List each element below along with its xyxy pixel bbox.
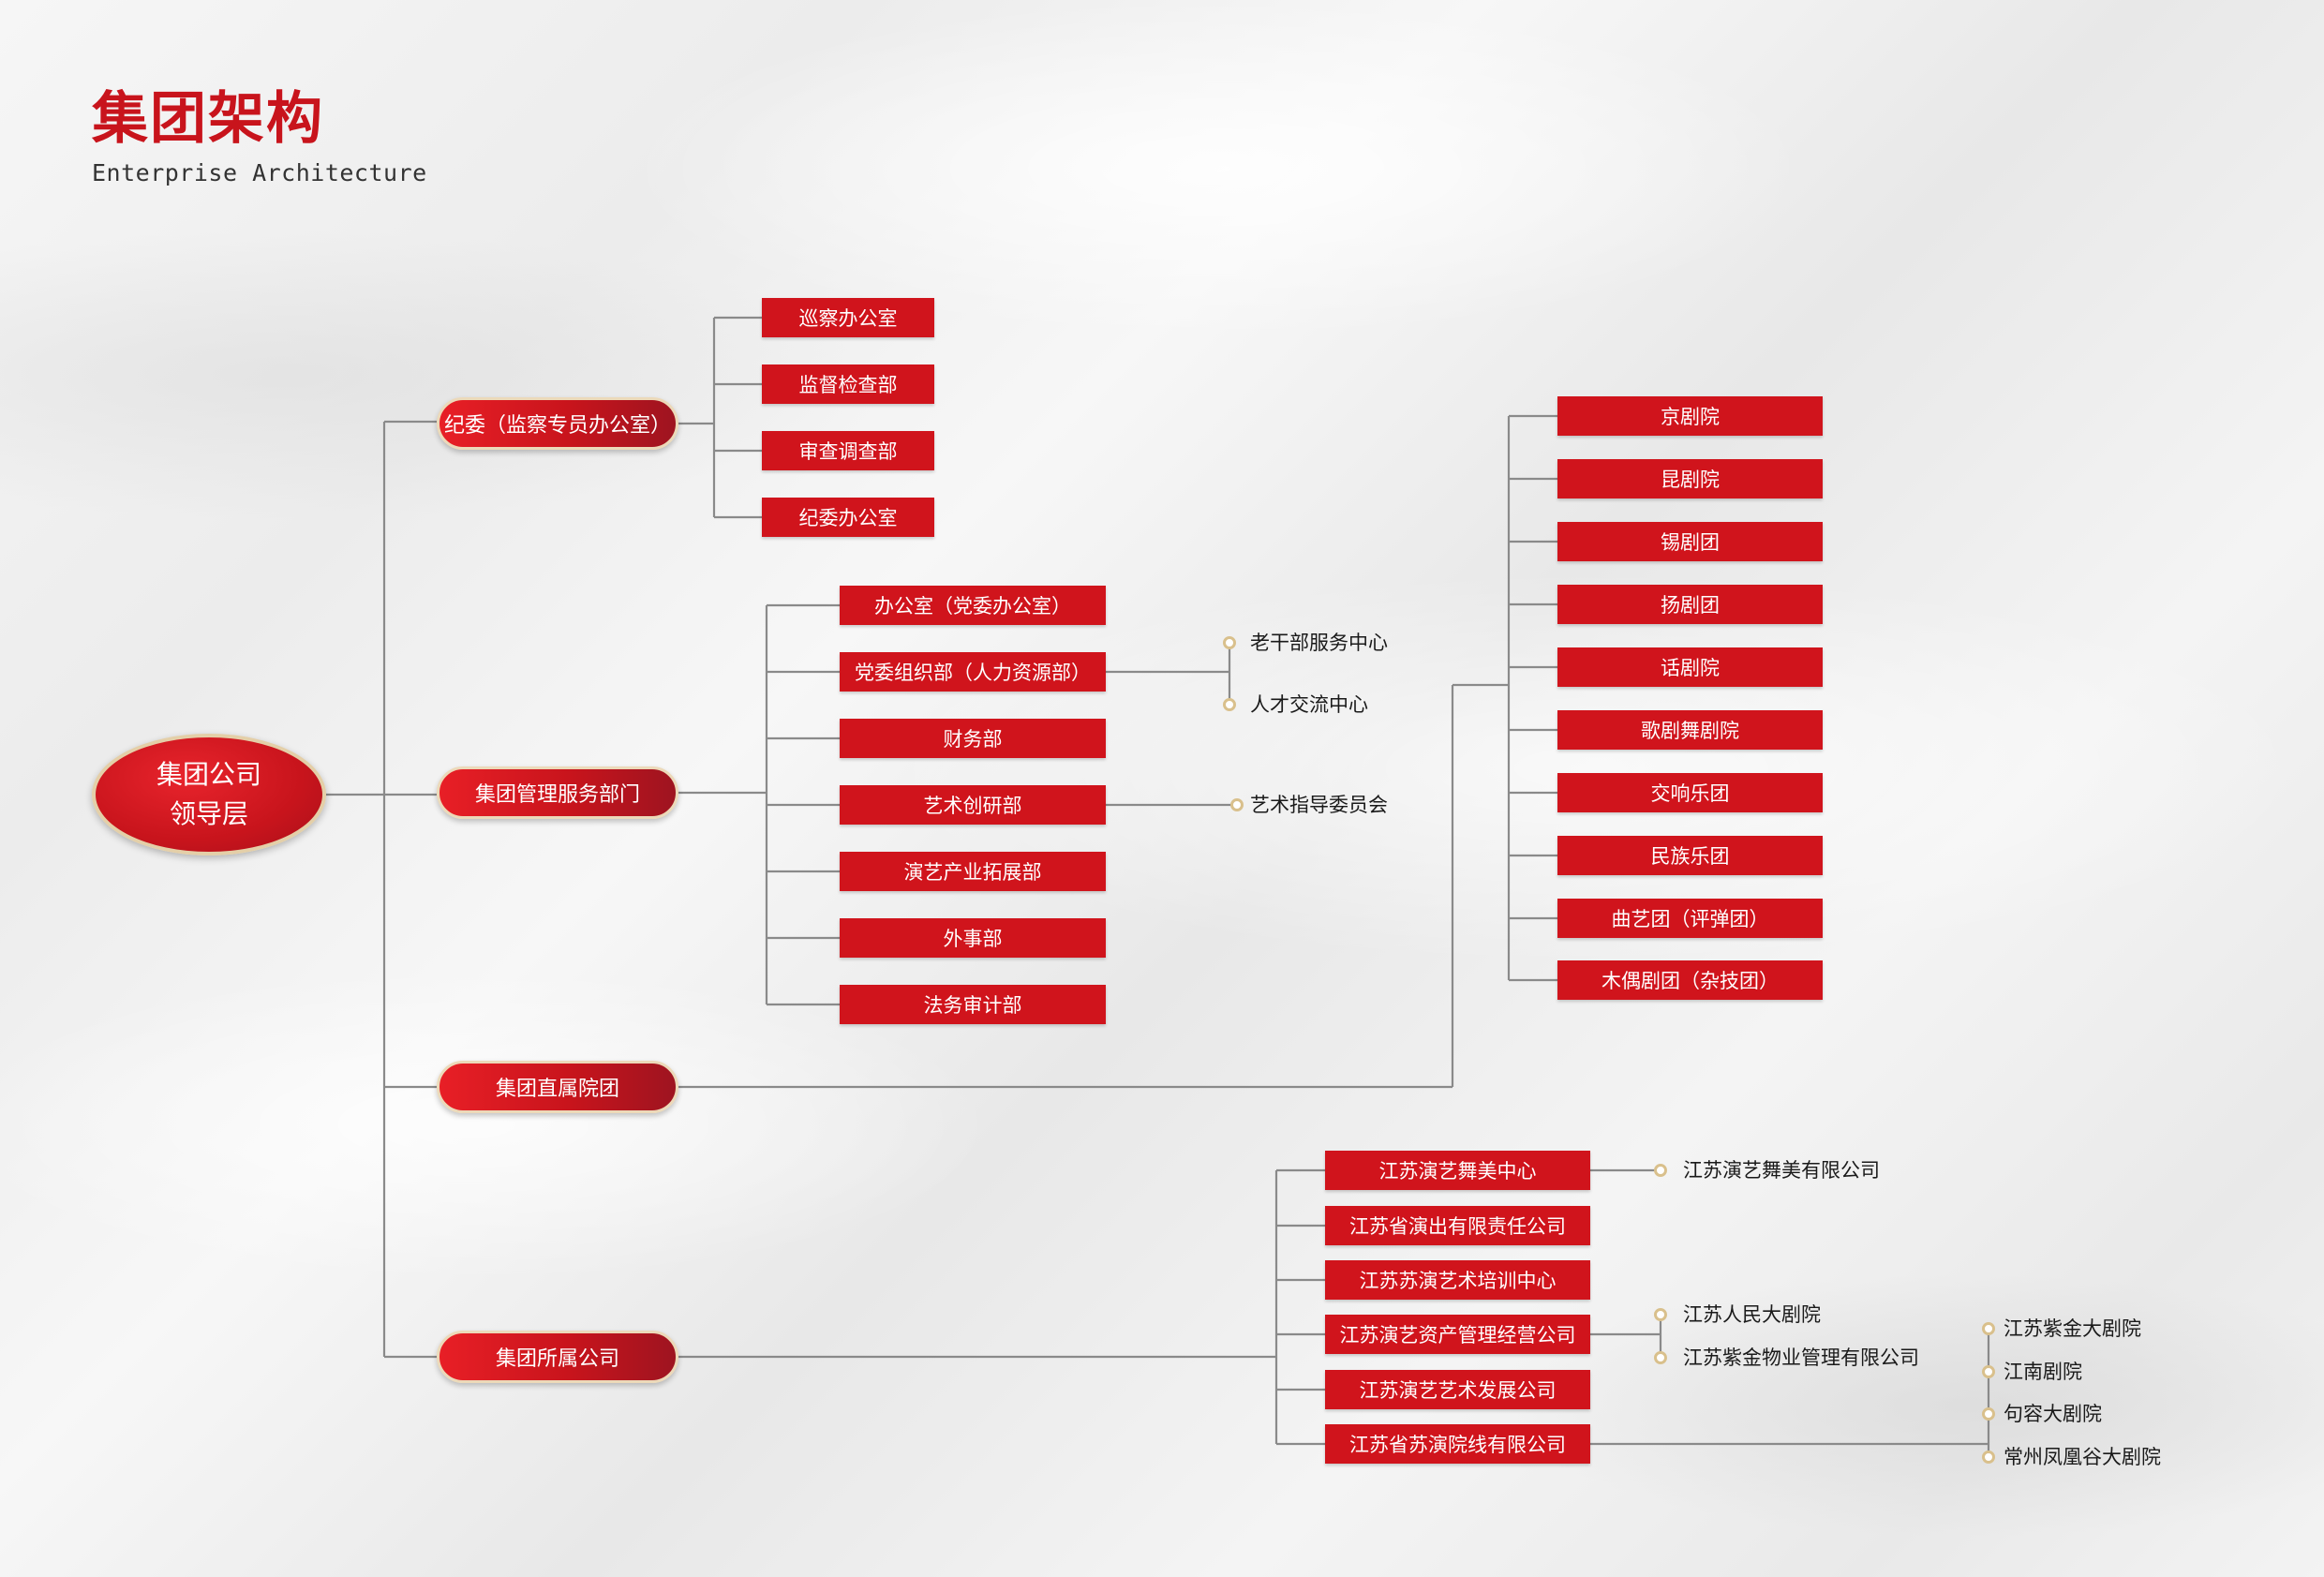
org-box[interactable]: 昆剧院 [1557, 459, 1823, 498]
org-box[interactable]: 纪委办公室 [762, 498, 934, 537]
org-box[interactable]: 江苏演艺艺术发展公司 [1325, 1370, 1590, 1409]
org-box[interactable]: 演艺产业拓展部 [840, 852, 1106, 891]
org-box[interactable]: 江苏省演出有限责任公司 [1325, 1206, 1590, 1245]
sub-unit-label: 常州凤凰谷大剧院 [2004, 1446, 2161, 1468]
page-subtitle: Enterprise Architecture [92, 159, 427, 186]
sub-unit-label: 艺术指导委员会 [1250, 794, 1388, 816]
org-box[interactable]: 江苏省苏演院线有限公司 [1325, 1424, 1590, 1464]
root-node-group-leadership[interactable]: 集团公司 领导层 [92, 734, 326, 855]
org-box[interactable]: 审查调查部 [762, 431, 934, 470]
org-box[interactable]: 办公室（党委办公室） [840, 586, 1106, 625]
org-box[interactable]: 歌剧舞剧院 [1557, 710, 1823, 750]
org-box[interactable]: 木偶剧团（杂技团） [1557, 960, 1823, 1000]
org-box[interactable]: 外事部 [840, 918, 1106, 958]
root-label-line2: 领导层 [169, 798, 248, 829]
sub-unit-label: 老干部服务中心 [1250, 632, 1388, 654]
org-box[interactable]: 京剧院 [1557, 396, 1823, 436]
org-box[interactable]: 江苏苏演艺术培训中心 [1325, 1260, 1590, 1300]
branch-management-departments[interactable]: 集团管理服务部门 [437, 766, 678, 819]
sub-unit-label: 江苏人民大剧院 [1683, 1303, 1821, 1326]
org-box[interactable]: 党委组织部（人力资源部） [840, 652, 1106, 692]
sub-unit-label: 江南剧院 [2004, 1361, 2082, 1383]
org-box[interactable]: 艺术创研部 [840, 785, 1106, 825]
org-box[interactable]: 监督检查部 [762, 364, 934, 404]
sub-unit-label: 江苏紫金大剧院 [2004, 1317, 2141, 1340]
org-box[interactable]: 财务部 [840, 719, 1106, 758]
org-box[interactable]: 扬剧团 [1557, 585, 1823, 624]
org-box[interactable]: 曲艺团（评弹团） [1557, 899, 1823, 938]
branch-discipline-commission[interactable]: 纪委（监察专员办公室） [437, 397, 678, 450]
branch-affiliated-companies[interactable]: 集团所属公司 [437, 1331, 678, 1383]
branch-direct-troupes[interactable]: 集团直属院团 [437, 1061, 678, 1113]
org-box[interactable]: 江苏演艺资产管理经营公司 [1325, 1315, 1590, 1354]
sub-unit-label: 人才交流中心 [1250, 693, 1368, 716]
org-box[interactable]: 交响乐团 [1557, 773, 1823, 812]
sub-unit-label: 江苏紫金物业管理有限公司 [1683, 1346, 1919, 1369]
root-label-line1: 集团公司 [156, 759, 261, 790]
org-box[interactable]: 江苏演艺舞美中心 [1325, 1151, 1590, 1190]
sub-unit-label: 句容大剧院 [2004, 1403, 2102, 1425]
org-box[interactable]: 法务审计部 [840, 985, 1106, 1024]
page-title: 集团架构 [92, 86, 324, 152]
sub-unit-label: 江苏演艺舞美有限公司 [1683, 1159, 1880, 1182]
org-box[interactable]: 民族乐团 [1557, 836, 1823, 875]
org-box[interactable]: 话剧院 [1557, 647, 1823, 687]
org-box[interactable]: 锡剧团 [1557, 522, 1823, 561]
org-box[interactable]: 巡察办公室 [762, 298, 934, 337]
